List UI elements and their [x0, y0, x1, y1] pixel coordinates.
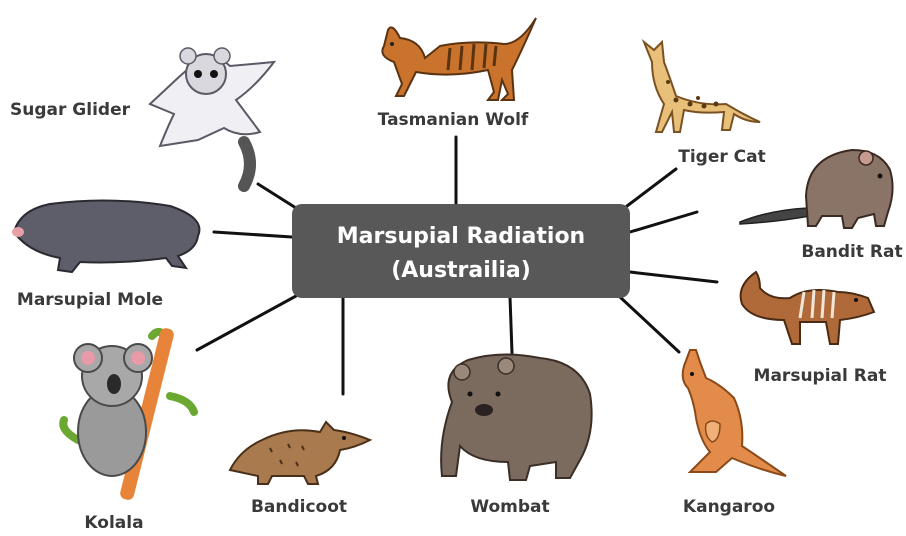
center-title-line1: Marsupial Radiation	[337, 224, 585, 249]
connector-marsupial-mole	[214, 232, 292, 237]
label-tiger-cat: Tiger Cat	[678, 147, 766, 167]
center-box	[292, 204, 630, 298]
center-title-line2: (Austrailia)	[391, 258, 531, 283]
label-bandicoot: Bandicoot	[251, 497, 347, 517]
marsupial-mole-illustration	[12, 200, 199, 272]
label-kolala: Kolala	[84, 513, 143, 533]
bandicoot-illustration	[230, 422, 370, 484]
marsupial-rat-illustration	[741, 272, 874, 344]
tasmanian-wolf-illustration	[382, 18, 536, 100]
connector-wombat	[510, 297, 512, 353]
connector-tiger-cat	[627, 169, 676, 206]
label-bandit-rat: Bandit Rat	[801, 242, 902, 262]
wombat-illustration	[441, 354, 592, 480]
center-node: Marsupial Radiation (Austrailia)	[292, 204, 630, 298]
label-marsupial-rat: Marsupial Rat	[754, 366, 887, 386]
label-wombat: Wombat	[470, 497, 549, 517]
connector-kangaroo	[620, 297, 679, 352]
sugar-glider-illustration	[150, 48, 274, 186]
label-sugar-glider: Sugar Glider	[10, 100, 131, 120]
tiger-cat-illustration	[644, 42, 760, 132]
connector-bandit-rat	[630, 212, 697, 232]
label-kangaroo: Kangaroo	[683, 497, 775, 517]
connector-sugar-glider	[258, 184, 296, 208]
label-marsupial-mole: Marsupial Mole	[17, 290, 163, 310]
label-tasmanian-wolf: Tasmanian Wolf	[378, 110, 529, 130]
connector-marsupial-rat	[630, 272, 717, 282]
connector-kolala	[197, 296, 296, 350]
kolala-illustration	[63, 327, 194, 501]
